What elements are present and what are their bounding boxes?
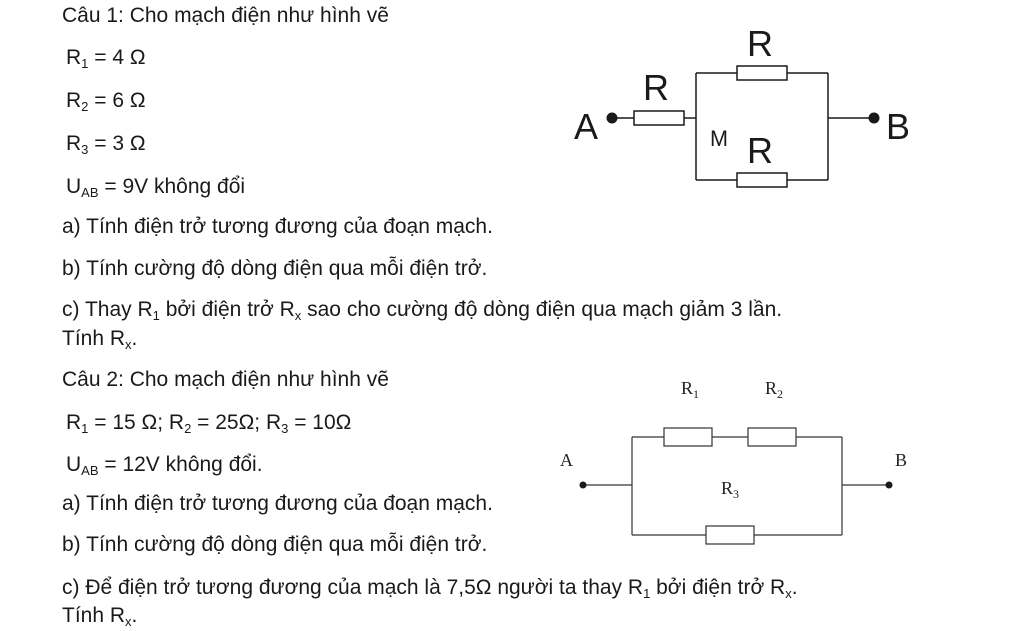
q2-title: Câu 2: Cho mạch điện như hình vẽ — [62, 368, 389, 391]
q1-c-sub-3: x — [125, 337, 132, 352]
q1-r1-line: R1 = 4 Ω — [66, 46, 146, 72]
q2-label-a: A — [560, 450, 573, 470]
q1-resistor-bottom — [736, 172, 788, 188]
q2-resistances-line: R1 = 15 Ω; R2 = 25Ω; R3 = 10Ω — [66, 411, 351, 437]
q1-r1-subscript: 1 — [81, 56, 89, 71]
q1-label-a: A — [574, 106, 598, 147]
q1-r2-symbol: R — [66, 89, 82, 112]
q1-u-symbol: U — [66, 175, 82, 198]
q1-r1-symbol: R — [66, 46, 82, 69]
q1-c-text-4: Tính R — [62, 327, 126, 350]
q1-c-text-3: sao cho cường độ dòng điện qua mạch giảm… — [301, 298, 783, 321]
q2-voltage-line: UAB = 12V không đổi. — [66, 453, 263, 479]
q1-r2-subscript: 2 — [81, 99, 89, 114]
q2-res-sub-1: 1 — [81, 421, 89, 436]
q2-c-text-5: . — [131, 604, 138, 627]
q2-label-r1-sub: 1 — [693, 387, 699, 401]
q1-part-b: b) Tính cường độ dòng điện qua mỗi điện … — [62, 257, 488, 280]
q1-c-sub-2: x — [294, 308, 302, 323]
q1-c-text-5: . — [131, 327, 138, 350]
q2-part-a: a) Tính điện trở tương đương của đoạn mạ… — [62, 492, 493, 515]
q2-label-r3-symbol: R — [721, 478, 733, 498]
q1-part-c-line2: Tính Rx. — [62, 327, 137, 353]
q2-res-sub-3: 3 — [281, 421, 289, 436]
q1-resistor-series — [633, 110, 685, 126]
q2-resistor-r1 — [663, 427, 713, 447]
q1-u-subscript: AB — [81, 185, 99, 200]
q2-c-text-3: . — [791, 576, 798, 599]
q2-c-sub-2: x — [785, 586, 792, 601]
q2-label-b: B — [895, 450, 907, 470]
q1-c-text-1: c) Thay R — [62, 298, 153, 321]
q1-c-text-2: bởi điện trở R — [159, 298, 295, 321]
q2-res-text-4: = 10Ω — [288, 411, 352, 434]
q2-res-text-1: R — [66, 411, 82, 434]
q2-label-r3: R3 — [721, 478, 739, 501]
q1-r2-value: = 6 Ω — [88, 89, 146, 112]
q1-r3-subscript: 3 — [81, 142, 89, 157]
q2-label-r3-sub: 3 — [733, 487, 739, 501]
q1-r1-value: = 4 Ω — [88, 46, 146, 69]
q1-terminal-a — [606, 112, 618, 124]
q2-res-text-3: = 25Ω; R — [191, 411, 282, 434]
q1-label-r-series: R — [643, 67, 669, 108]
q2-terminal-b — [885, 481, 893, 489]
q2-c-text-4: Tính R — [62, 604, 126, 627]
q1-label-r-top: R — [747, 23, 773, 64]
q2-resistor-r3 — [705, 525, 755, 545]
q1-part-a: a) Tính điện trở tương đương của đoạn mạ… — [62, 215, 493, 238]
q1-label-r-bottom: R — [747, 130, 773, 171]
q2-u-symbol: U — [66, 453, 82, 476]
q1-u-value: = 9V không đổi — [98, 175, 246, 198]
q2-c-sub-1: 1 — [643, 586, 651, 601]
q1-label-m: M — [710, 126, 728, 151]
q1-c-sub-1: 1 — [152, 308, 160, 323]
q1-voltage-line: UAB = 9V không đổi — [66, 175, 245, 201]
q2-circuit — [584, 427, 888, 545]
q2-part-c-line1: c) Để điện trở tương đương của mạch là 7… — [62, 576, 798, 602]
q1-resistor-top — [736, 65, 788, 81]
q2-u-subscript: AB — [81, 463, 99, 478]
q1-r3-line: R3 = 3 Ω — [66, 132, 146, 158]
q2-label-r1-symbol: R — [681, 378, 693, 398]
q2-label-r2-sub: 2 — [777, 387, 783, 401]
q2-c-text-1: c) Để điện trở tương đương của mạch là 7… — [62, 576, 644, 599]
q2-part-b: b) Tính cường độ dòng điện qua mỗi điện … — [62, 533, 488, 556]
q1-title: Câu 1: Cho mạch điện như hình vẽ — [62, 4, 389, 27]
q2-res-sub-2: 2 — [184, 421, 192, 436]
q1-r3-value: = 3 Ω — [88, 132, 146, 155]
q1-r3-symbol: R — [66, 132, 82, 155]
q2-c-sub-3: x — [125, 614, 132, 629]
q1-circuit — [616, 65, 870, 188]
q2-c-text-2: bởi điện trở R — [650, 576, 786, 599]
q1-part-c-line1: c) Thay R1 bởi điện trở Rx sao cho cường… — [62, 298, 782, 324]
q2-resistor-r2 — [747, 427, 797, 447]
q2-part-c-line2: Tính Rx. — [62, 604, 137, 630]
q2-label-r1: R1 — [681, 378, 699, 401]
q2-terminal-a — [579, 481, 587, 489]
q1-label-b: B — [886, 106, 910, 147]
q2-u-value: = 12V không đổi. — [98, 453, 263, 476]
q2-res-text-2: = 15 Ω; R — [88, 411, 185, 434]
q2-label-r2: R2 — [765, 378, 783, 401]
q1-terminal-b — [868, 112, 880, 124]
q1-r2-line: R2 = 6 Ω — [66, 89, 146, 115]
q2-label-r2-symbol: R — [765, 378, 777, 398]
